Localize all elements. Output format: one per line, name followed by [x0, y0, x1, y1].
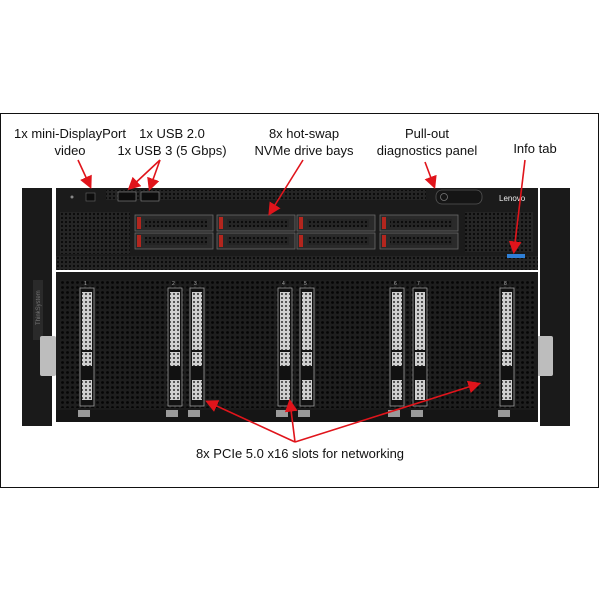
- info-tab[interactable]: [507, 254, 525, 258]
- slot-number: 2: [172, 281, 175, 287]
- rack-ear-label: ThinkSystem: [36, 290, 42, 325]
- nvme-drive-bays: [134, 214, 459, 250]
- displayport-port[interactable]: [70, 192, 96, 202]
- slot-number: 6: [394, 281, 397, 287]
- callout-arrows: [77, 159, 526, 443]
- slot-number: 4: [282, 281, 285, 287]
- drive-bay[interactable]: [379, 232, 459, 250]
- pcie-slot[interactable]: 8: [498, 281, 515, 417]
- pcie-slots: 1 2 3 4 5 6 7 8: [78, 281, 515, 417]
- drive-bay[interactable]: [296, 214, 376, 232]
- slot-number: 8: [504, 281, 507, 287]
- slot-number: 3: [194, 281, 197, 287]
- drive-bay[interactable]: [134, 214, 214, 232]
- usb-ports[interactable]: [117, 191, 160, 202]
- right-rack-ear: [537, 188, 570, 426]
- pcie-slot[interactable]: 7: [411, 281, 428, 417]
- callout-info-tab: Info tab: [513, 141, 557, 156]
- callout-pcie-slots: 8x PCIe 5.0 x16 slots for networking: [195, 446, 405, 461]
- drive-bay[interactable]: [296, 232, 376, 250]
- brand-logo: Lenovo: [499, 194, 526, 203]
- pcie-slot[interactable]: 2: [166, 281, 183, 417]
- slot-number: 7: [417, 281, 420, 287]
- pcie-slot[interactable]: 6: [388, 281, 405, 417]
- pcie-slot[interactable]: 1: [78, 281, 95, 417]
- left-vent: [60, 212, 130, 254]
- right-vent: [465, 212, 533, 252]
- left-rack-ear: ThinkSystem: [22, 188, 56, 426]
- pcie-slot[interactable]: 5: [298, 281, 315, 417]
- slot-number: 5: [304, 281, 307, 287]
- pcie-slot[interactable]: 3: [188, 281, 205, 417]
- drive-bay[interactable]: [134, 232, 214, 250]
- diagnostics-panel[interactable]: [435, 189, 483, 205]
- pcie-slot[interactable]: 4: [276, 281, 293, 417]
- slot-number: 1: [84, 281, 87, 287]
- drive-bay[interactable]: [216, 214, 296, 232]
- drive-bay[interactable]: [379, 214, 459, 232]
- drive-bay[interactable]: [216, 232, 296, 250]
